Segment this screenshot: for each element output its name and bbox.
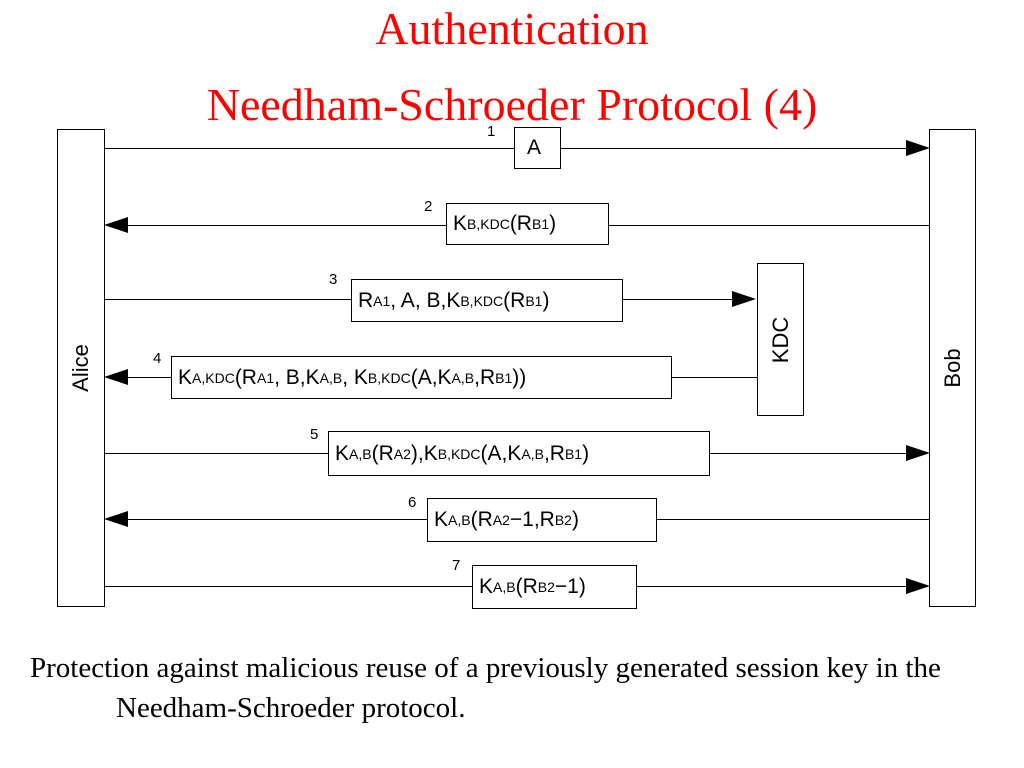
arrowhead-7: [906, 578, 930, 594]
message-number-1: 1: [487, 123, 496, 140]
bob-label: Bob: [939, 348, 965, 388]
kdc-box: KDC: [757, 263, 804, 416]
arrowhead-3: [732, 291, 756, 307]
arrowhead-2: [104, 217, 128, 233]
message-number-6: 6: [408, 494, 417, 511]
message-number-4: 4: [153, 350, 162, 367]
title-line-1: Authentication: [375, 3, 649, 54]
message-number-5: 5: [310, 426, 319, 443]
arrowhead-4: [104, 369, 128, 385]
bob-lane: Bob: [929, 129, 976, 607]
message-box-1: A: [514, 127, 561, 169]
message-number-3: 3: [329, 271, 338, 288]
alice-lane: Alice: [57, 129, 105, 607]
title-line-2: Needham-Schroeder Protocol (4): [206, 79, 818, 130]
message-number-7: 7: [452, 557, 461, 574]
kdc-label: KDC: [767, 316, 793, 363]
alice-label: Alice: [68, 344, 93, 392]
arrowhead-5: [906, 445, 930, 461]
message-line-1: [104, 148, 910, 149]
caption: Protection against malicious reuse of a …: [30, 652, 941, 724]
arrowhead-1: [906, 140, 930, 156]
arrowhead-6: [104, 511, 128, 527]
message-number-2: 2: [424, 198, 433, 215]
